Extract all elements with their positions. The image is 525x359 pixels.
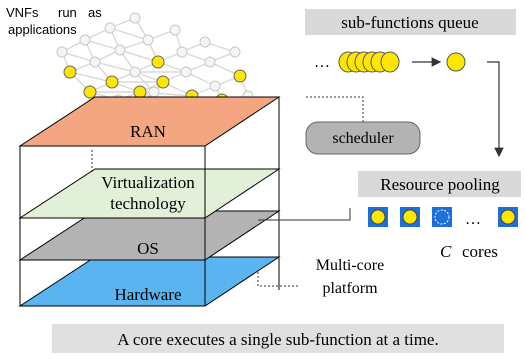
cores-count-word: cores: [462, 242, 498, 261]
hardware-label: Hardware: [114, 285, 181, 304]
vnf-node: [209, 80, 221, 92]
vnf-node: [180, 66, 192, 78]
vnf-lattice-edge: [69, 71, 113, 83]
vnf-lattice-edge: [109, 27, 149, 41]
queue-title: sub-functions queue: [341, 13, 478, 32]
vnf-node-active: [83, 85, 97, 99]
ran-label: RAN: [130, 122, 166, 141]
vnf-node-active: [233, 69, 247, 83]
vnf-lattice-edge: [84, 39, 121, 51]
vnf-caption-word-3: as: [88, 5, 102, 20]
vnf-node-active: [63, 65, 77, 79]
queue-title-box: [305, 9, 516, 35]
vnf-node: [129, 12, 141, 24]
virtualization-label-line-1: Virtualization: [101, 173, 195, 192]
vnf-node-active: [151, 55, 165, 69]
queue-ellipsis: …: [314, 54, 330, 71]
vnf-node: [142, 34, 154, 46]
os-label: OS: [137, 239, 159, 258]
vnf-lattice-edge: [94, 61, 136, 73]
core-n: [498, 207, 518, 227]
stack-front-edges: [19, 146, 206, 306]
scheduler-label: scheduler: [332, 130, 394, 147]
resource-pooling-title: Resource pooling: [380, 175, 500, 194]
vnf-caption-word-1: VNFs: [6, 5, 39, 20]
vnf-caption: VNFs run as applications: [6, 5, 102, 37]
vnf-node: [229, 46, 241, 58]
cores-ellipsis: …: [465, 211, 481, 228]
vnf-node: [204, 56, 216, 68]
cores-count-label: C cores: [440, 242, 498, 261]
vnf-node: [199, 36, 211, 48]
cores-count-symbol: C: [440, 242, 452, 261]
core-3-idle: [432, 207, 452, 227]
platform-link-dotted: [257, 272, 300, 287]
vnf-node: [114, 44, 126, 56]
resource-pooling-title-box: [358, 171, 521, 197]
vnf-node: [148, 86, 160, 98]
vnf-node: [129, 66, 141, 78]
queue-head-item: [446, 52, 466, 72]
platform-label-line-1: Multi-core: [316, 257, 384, 274]
platform-label-line-2: platform: [322, 280, 378, 297]
core-1: [368, 207, 388, 227]
vnf-lattice-edge: [61, 51, 96, 63]
vnf-node-active: [156, 75, 170, 89]
vnf-node: [169, 24, 181, 36]
vnf-caption-line-2: applications: [8, 22, 77, 37]
footer-box: [52, 324, 504, 353]
footer-text: A core executes a single sub-function at…: [117, 330, 438, 349]
queue-items: [338, 51, 400, 73]
vnf-node: [56, 46, 68, 58]
scheduler-link-dotted: [306, 96, 364, 122]
core-2: [400, 207, 420, 227]
vnf-caption-word-2: run: [58, 5, 77, 20]
scheduler-box: [305, 121, 421, 155]
vnf-node-active: [133, 85, 147, 99]
vnf-node: [104, 22, 116, 34]
queue-to-pool-arrow: [487, 61, 504, 158]
vnf-node: [89, 56, 101, 68]
vnf-node: [79, 34, 91, 46]
queue-item: [380, 51, 400, 73]
stack-to-pool-connector: [258, 208, 351, 221]
vnf-node-active: [105, 75, 119, 89]
vnf-node: [176, 46, 188, 58]
vnf-lattice-edge: [119, 49, 159, 63]
virtualization-label-line-2: technology: [110, 194, 186, 213]
